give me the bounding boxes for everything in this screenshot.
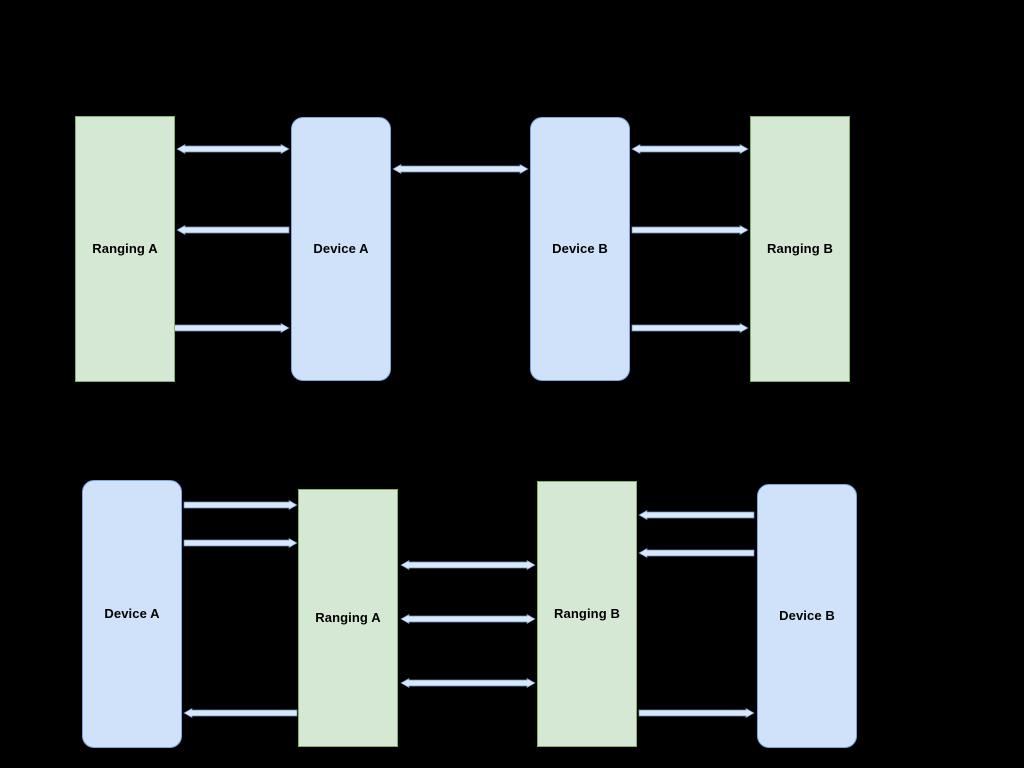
arrow-t6-right[interactable] [631,224,749,236]
node-label: Device B [779,608,835,624]
arrow-t3-right[interactable] [173,322,290,334]
arrow-b5-both[interactable] [400,613,536,625]
arrow-body [173,322,290,334]
arrow-b1-right[interactable] [183,499,298,511]
arrow-body [631,143,749,155]
arrow-t1-both[interactable] [176,143,290,155]
node-label: Ranging A [315,610,381,626]
arrow-body [392,163,529,175]
node-label: Ranging A [92,241,158,257]
node-top-ranging-b[interactable]: Ranging B [750,116,850,382]
arrow-b8-left[interactable] [638,547,755,559]
arrow-t7-right[interactable] [631,322,749,334]
arrow-body [183,537,298,549]
node-top-ranging-a[interactable]: Ranging A [75,116,175,382]
arrow-t5-both[interactable] [631,143,749,155]
arrow-body [638,509,755,521]
arrow-b4-both[interactable] [400,559,536,571]
arrow-body [638,547,755,559]
node-bot-device-b[interactable]: Device B [757,484,857,748]
arrow-body [631,224,749,236]
node-top-device-a[interactable]: Device A [291,117,391,381]
node-bot-ranging-b[interactable]: Ranging B [537,481,637,747]
node-label: Ranging B [554,606,620,622]
node-label: Ranging B [767,241,833,257]
arrow-t2-left[interactable] [176,224,290,236]
arrow-b9-right[interactable] [638,707,755,719]
node-label: Device B [552,241,608,257]
arrow-body [183,499,298,511]
arrow-body [400,559,536,571]
arrow-b2-right[interactable] [183,537,298,549]
arrow-b7-left[interactable] [638,509,755,521]
node-top-device-b[interactable]: Device B [530,117,630,381]
arrow-body [631,322,749,334]
arrow-body [176,143,290,155]
node-bot-device-a[interactable]: Device A [82,480,182,748]
arrow-t4-both[interactable] [392,163,529,175]
node-label: Device A [104,606,160,622]
arrow-body [638,707,755,719]
arrow-b3-left[interactable] [183,707,298,719]
node-bot-ranging-a[interactable]: Ranging A [298,489,398,747]
node-label: Device A [313,241,369,257]
arrow-body [176,224,290,236]
arrow-body [400,677,536,689]
arrow-body [400,613,536,625]
arrow-body [183,707,298,719]
arrow-b6-both[interactable] [400,677,536,689]
